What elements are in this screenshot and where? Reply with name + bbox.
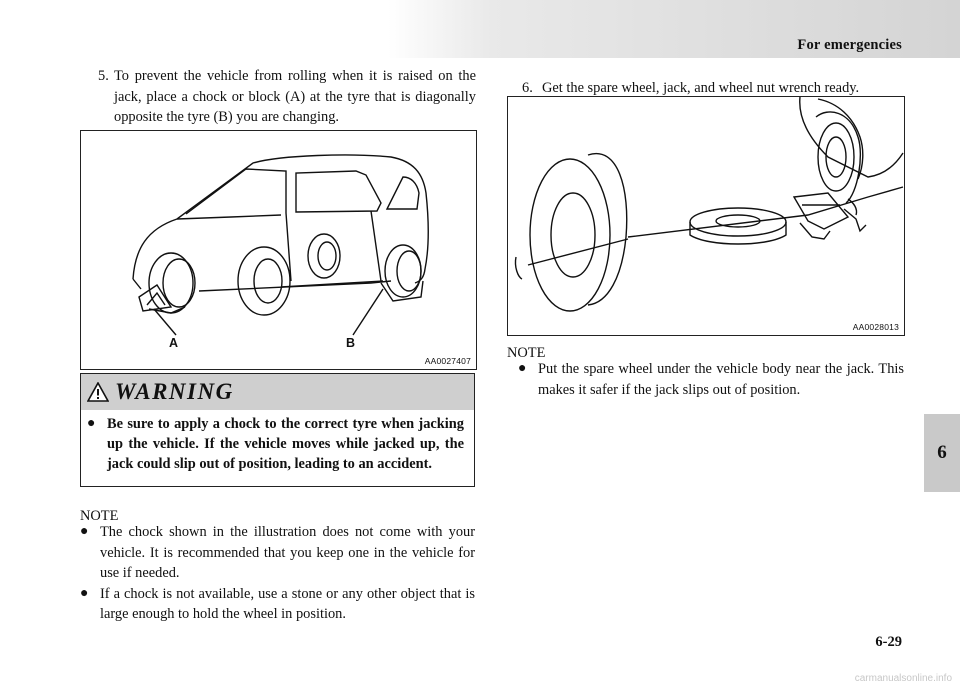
note-label: NOTE	[80, 508, 119, 524]
step-5: 5. To prevent the vehicle from rolling w…	[98, 66, 476, 128]
warning-header: WARNING	[81, 374, 474, 410]
section-title: For emergencies	[797, 37, 902, 53]
note-text: If a chock is not available, use a stone…	[100, 585, 475, 623]
warning-triangle-icon	[87, 382, 109, 402]
jack-figure: AA0028013	[507, 96, 905, 336]
label-a: A	[169, 336, 179, 350]
header-band	[388, 0, 960, 58]
warning-text: Be sure to apply a chock to the correct …	[107, 416, 464, 472]
step-number: 5.	[98, 68, 109, 84]
bullet-icon: ●	[518, 361, 527, 376]
step-text: To prevent the vehicle from rolling when…	[114, 68, 476, 125]
bullet-icon: ●	[80, 524, 89, 539]
bullet-icon: ●	[87, 416, 96, 431]
note-item: ● Put the spare wheel under the vehicle …	[518, 359, 904, 400]
step-number: 6.	[522, 80, 533, 96]
note-label: NOTE	[507, 345, 546, 361]
warning-item: ● Be sure to apply a chock to the correc…	[81, 410, 474, 474]
note-list: ● Put the spare wheel under the vehicle …	[518, 359, 904, 400]
warning-title: WARNING	[115, 379, 234, 404]
chock-figure: A B AA0027407	[80, 130, 477, 370]
note-text: The chock shown in the illustration does…	[100, 524, 475, 581]
car-chock-illustration	[132, 154, 429, 336]
bullet-icon: ●	[80, 585, 89, 601]
note-item: ● The chock shown in the illustration do…	[80, 522, 475, 584]
chapter-tab[interactable]: 6	[924, 414, 960, 492]
note-text: Put the spare wheel under the vehicle bo…	[538, 361, 904, 398]
note-item: ● If a chock is not available, use a sto…	[80, 584, 475, 625]
figure-code: AA0027407	[424, 356, 471, 366]
spare-wheel-jack-illustration	[514, 97, 904, 312]
step-text: Get the spare wheel, jack, and wheel nut…	[542, 80, 860, 96]
note-list: ● The chock shown in the illustration do…	[80, 522, 475, 625]
page-number: 6-29	[875, 634, 902, 650]
label-b: B	[346, 336, 356, 350]
step-6: 6. Get the spare wheel, jack, and wheel …	[522, 78, 904, 99]
warning-box: WARNING ● Be sure to apply a chock to th…	[80, 373, 475, 487]
watermark: carmanualsonline.info	[854, 673, 952, 684]
chapter-number: 6	[937, 442, 947, 463]
figure-code: AA0028013	[852, 322, 899, 332]
